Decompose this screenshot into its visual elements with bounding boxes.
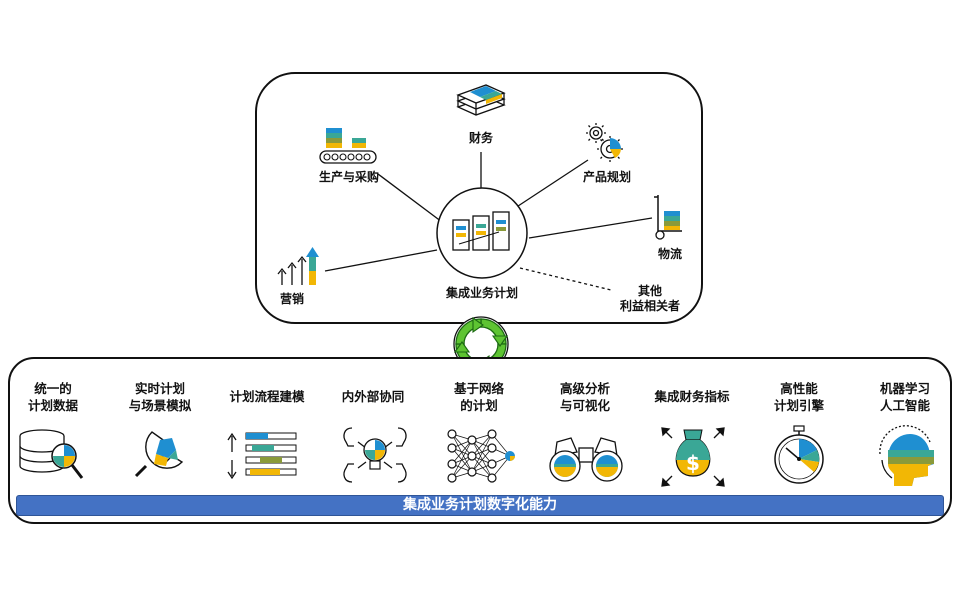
process-bars-icon [227,432,297,480]
line-marketing [324,249,438,272]
node-marketing-label: 营销 [279,292,304,306]
line-production [377,173,443,223]
hand-truck-icon [654,195,682,240]
gears-icon [586,123,623,162]
capability-3-label: 计划流程建模 [229,389,305,404]
database-search-icon [19,429,84,479]
money-bag-icon: $ [661,427,725,487]
capability-9-label: 机器学习人工智能 [879,381,930,413]
node-product-planning-label: 产品规划 [582,170,631,184]
planning-documents-icon [436,187,528,279]
node-logistics-label: 物流 [657,247,682,261]
wrench-icon [134,431,184,478]
capability-7-label: 集成财务指标 [654,389,730,404]
digital-capabilities-banner: 集成业务计划数字化能力 [16,495,944,516]
binoculars-icon [549,437,623,482]
line-logistics [528,217,653,239]
ai-head-icon [879,425,934,486]
stopwatch-icon [774,425,824,484]
capability-6-label: 高级分析与可视化 [559,381,610,413]
center-label: 集成业务计划 [445,286,518,300]
capability-8-label: 高性能计划引擎 [773,381,824,413]
capability-4-label: 内外部协同 [341,389,405,404]
capability-5-label: 基于网络的计划 [453,381,504,413]
neural-network-icon [447,429,515,483]
dollar-sign: $ [686,451,700,475]
node-production-label: 生产与采购 [318,170,379,184]
node-other-stakeholders-label: 其他 利益相关者 [605,284,695,314]
capability-1-label: 统一的计划数据 [27,381,78,413]
capability-2-label: 实时计划与场景模拟 [128,381,192,413]
line-other-stakeholders [519,267,612,291]
collaboration-heads-icon [343,427,407,483]
money-stack-icon [456,84,506,116]
other-stakeholders-line1: 其他 [637,284,662,298]
node-finance-label: 财务 [468,131,493,145]
other-stakeholders-line2: 利益相关者 [619,299,680,313]
line-product-planning [511,159,589,211]
growth-arrows-icon [277,247,319,285]
conveyor-belt-icon [319,128,377,164]
